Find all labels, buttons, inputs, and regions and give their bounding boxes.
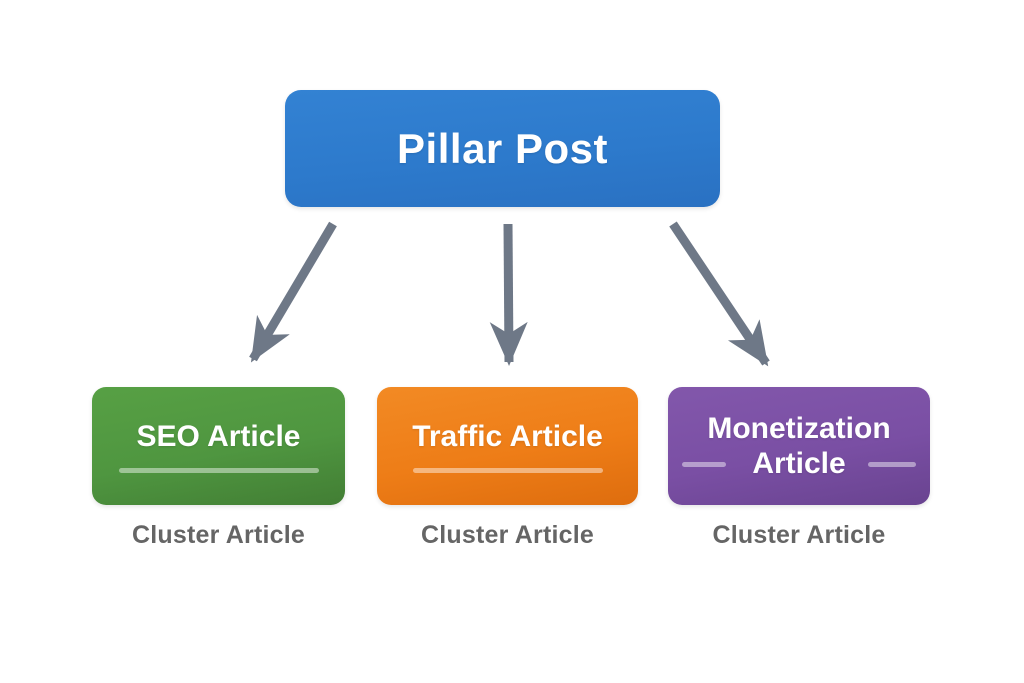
monetization-cluster-caption: Cluster Article	[712, 521, 886, 549]
seo-article-label: SEO Article	[136, 420, 301, 453]
traffic-article-underline	[412, 468, 603, 473]
arrow-to-seo-article	[249, 221, 337, 363]
traffic-article-label: Traffic Article	[412, 420, 603, 453]
seo-article-underline	[118, 468, 319, 473]
traffic-cluster-caption: Cluster Article	[421, 521, 594, 549]
monetization-underline-left	[682, 462, 726, 467]
traffic-article-node: Traffic Article	[377, 387, 638, 505]
monetization-article-node: Monetization Article	[668, 387, 930, 505]
monetization-article-label: Monetization Article	[707, 412, 891, 480]
seo-article-node: SEO Article	[92, 387, 345, 505]
pillar-post-node: Pillar Post	[285, 90, 720, 207]
seo-cluster-caption: Cluster Article	[132, 521, 305, 549]
pillar-post-label: Pillar Post	[397, 124, 608, 172]
arrow-to-traffic-article	[489, 223, 528, 366]
monetization-underline-right	[868, 462, 916, 467]
arrow-to-monetization-article	[669, 221, 770, 367]
